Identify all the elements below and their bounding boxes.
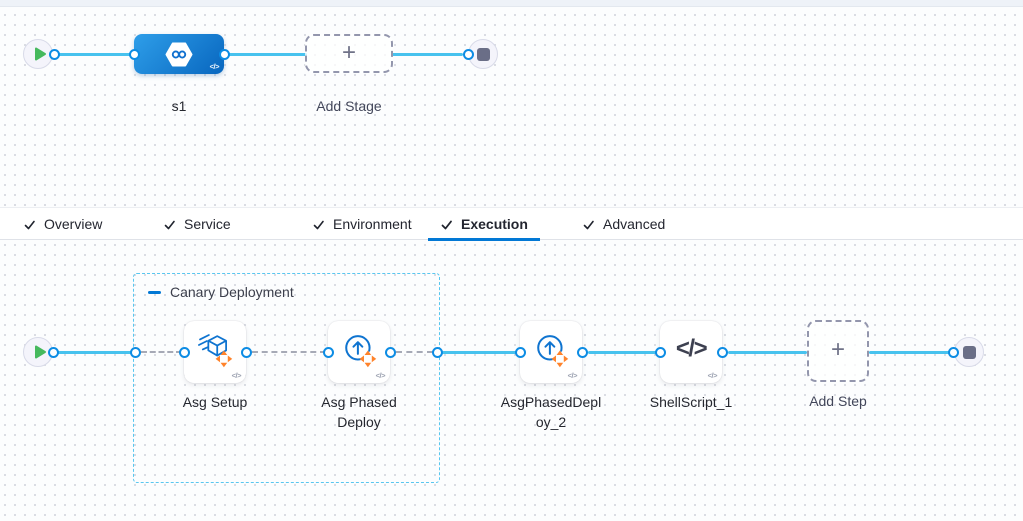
- step-label: ShellScript_1: [649, 394, 733, 410]
- step-label: Asg Phased Deploy: [321, 394, 397, 430]
- stage-label: s1: [171, 98, 187, 114]
- port[interactable]: [178, 346, 190, 358]
- collapse-group-icon[interactable]: [148, 290, 161, 294]
- check-icon: [164, 220, 175, 229]
- port[interactable]: [431, 346, 443, 358]
- stage-pipeline-canvas: </> s1 + Add Stage: [0, 0, 1023, 207]
- tab-environment[interactable]: Environment: [300, 208, 424, 240]
- pipeline-start-node: [23, 39, 53, 69]
- edge-dashed: [252, 351, 326, 353]
- code-badge-icon: </>: [707, 371, 718, 380]
- edge: [56, 52, 136, 56]
- edge: [588, 350, 658, 354]
- check-icon: [313, 220, 324, 229]
- port[interactable]: [322, 346, 334, 358]
- tab-advanced[interactable]: Advanced: [570, 208, 677, 240]
- shell-script-icon: </>: [675, 335, 708, 362]
- edge-dashed: [396, 351, 433, 353]
- phased-deploy-icon: [537, 335, 570, 369]
- tab-label: Service: [184, 216, 231, 232]
- tab-service[interactable]: Service: [151, 208, 243, 240]
- top-divider: [0, 0, 1023, 7]
- edge: [222, 52, 307, 56]
- check-icon: [583, 220, 594, 229]
- move-arrows-icon: [215, 350, 233, 368]
- step-shellscript-1[interactable]: </> </>: [660, 321, 722, 383]
- port[interactable]: [240, 346, 252, 358]
- phased-deploy-icon: [345, 335, 378, 369]
- move-arrows-icon: [551, 350, 569, 368]
- move-arrows-icon: [359, 350, 377, 368]
- add-stage-button[interactable]: +: [305, 34, 393, 73]
- step-label: Asg Setup: [182, 394, 248, 410]
- tab-overview[interactable]: Overview: [11, 208, 114, 240]
- step-asg-setup[interactable]: </>: [184, 321, 246, 383]
- group-title: Canary Deployment: [170, 284, 294, 300]
- plus-icon: +: [830, 336, 845, 363]
- step-asg-phased-deploy-2[interactable]: </>: [520, 321, 582, 383]
- port[interactable]: [48, 48, 60, 60]
- asg-setup-icon: [198, 334, 233, 368]
- port[interactable]: [462, 48, 474, 60]
- step-asg-phased-deploy[interactable]: </>: [328, 321, 390, 383]
- execution-end-node: [954, 337, 984, 367]
- edge: [869, 350, 950, 354]
- tab-label: Environment: [333, 216, 412, 232]
- tab-label: Overview: [44, 216, 103, 232]
- play-icon: [35, 345, 46, 359]
- stage-tabbar: Overview Service Environment Execution A…: [0, 207, 1023, 241]
- plus-icon: +: [341, 38, 356, 66]
- edge: [391, 52, 463, 56]
- check-icon: [441, 220, 452, 229]
- add-stage-label: Add Stage: [316, 98, 382, 114]
- tab-execution[interactable]: Execution: [428, 208, 540, 241]
- play-icon: [35, 47, 46, 61]
- port[interactable]: [218, 48, 230, 60]
- check-icon: [24, 220, 35, 229]
- code-badge-icon: </>: [567, 371, 578, 380]
- code-badge-icon: </>: [209, 62, 220, 71]
- step-group-canary-deployment[interactable]: Canary Deployment: [133, 273, 440, 483]
- add-step-label: Add Step: [809, 393, 867, 409]
- tab-label: Advanced: [603, 216, 666, 232]
- edge-dashed: [141, 351, 182, 353]
- port[interactable]: [47, 346, 59, 358]
- port[interactable]: [129, 346, 141, 358]
- group-header: Canary Deployment: [148, 284, 294, 300]
- code-badge-icon: </>: [231, 371, 242, 380]
- execution-canvas: Canary Deployment </> Asg Se: [0, 240, 1023, 521]
- port[interactable]: [947, 346, 959, 358]
- tab-label: Execution: [461, 216, 528, 232]
- port[interactable]: [716, 346, 728, 358]
- edge: [442, 350, 518, 354]
- add-step-button[interactable]: +: [807, 320, 869, 382]
- port[interactable]: [514, 346, 526, 358]
- port[interactable]: [576, 346, 588, 358]
- edge: [56, 350, 137, 354]
- port[interactable]: [384, 346, 396, 358]
- stop-icon: [962, 345, 976, 359]
- port[interactable]: [128, 48, 140, 60]
- cd-stage-icon: [165, 42, 193, 66]
- stop-icon: [476, 47, 490, 61]
- code-badge-icon: </>: [375, 371, 386, 380]
- edge: [728, 350, 807, 354]
- step-label: AsgPhasedDeploy_2: [500, 394, 602, 430]
- port[interactable]: [654, 346, 666, 358]
- stage-node-s1[interactable]: </>: [134, 34, 224, 74]
